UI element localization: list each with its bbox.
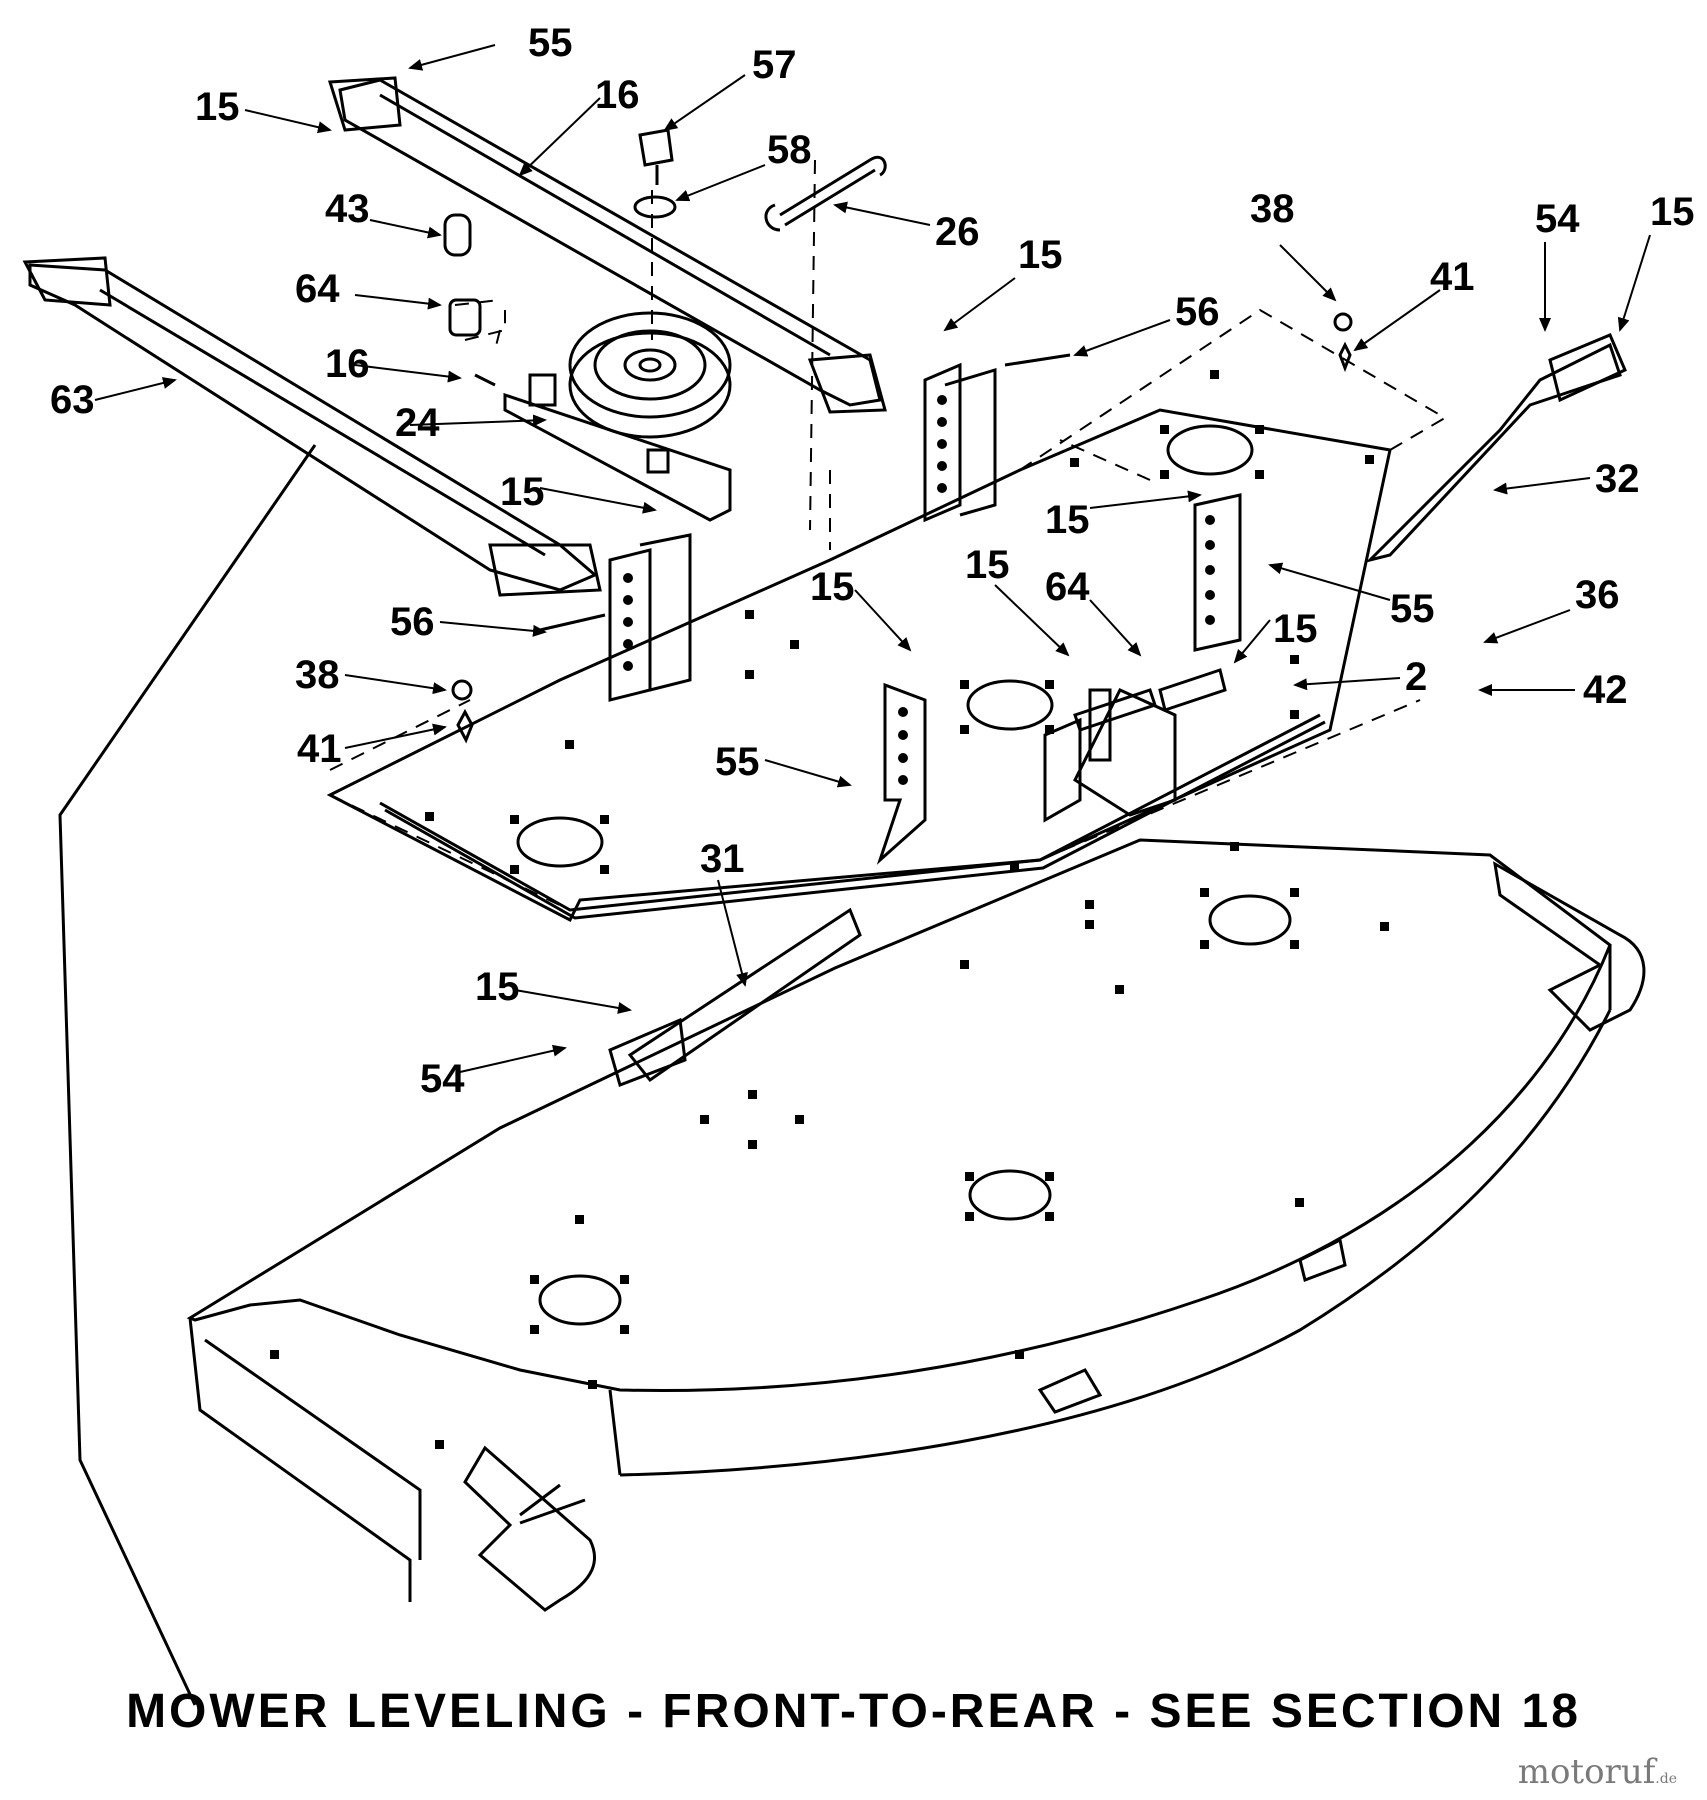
label-15-right-small: 15 [1273,607,1318,651]
watermark-suffix: .de [1655,1771,1677,1787]
label-41-left: 41 [297,727,342,771]
deck-top-plate [326,308,1451,923]
lift-arm-upper [327,76,887,414]
label-15-mid-right: 15 [1045,498,1090,542]
mower-deck [186,838,1646,1612]
label-42: 42 [1583,668,1628,712]
label-15-top-left: 15 [195,85,240,129]
watermark-logo: motoruf.de [1518,1752,1677,1792]
link-31 [608,907,862,1087]
section-caption: MOWER LEVELING - FRONT-TO-REAR - SEE SEC… [126,1685,1581,1738]
label-15-bottom: 15 [475,965,520,1009]
label-24: 24 [395,401,440,445]
label-56-right: 56 [1175,290,1220,334]
link-32 [1365,333,1627,563]
part-labels: 55 57 15 16 58 26 43 63 16 64 24 15 15 5… [50,21,1695,1101]
label-2: 2 [1405,655,1427,699]
label-15-mid-left: 15 [500,470,545,514]
label-26: 26 [935,210,980,254]
label-57: 57 [752,43,797,87]
label-16-left: 63 [50,378,95,422]
leader-line [58,444,317,1706]
label-15-center-left: 15 [810,565,855,609]
watermark-text: motoruf [1517,1752,1656,1792]
label-64-left: 16 [325,342,370,386]
label-55-right: 55 [1390,587,1435,631]
label-38-left: 38 [295,653,340,697]
label-41-right: 41 [1430,255,1475,299]
label-16-top: 16 [595,73,640,117]
label-15-upper-mid: 15 [1018,233,1063,277]
label-56-left: 56 [390,600,435,644]
label-15-center: 15 [965,543,1010,587]
label-15-far-right: 15 [1650,190,1695,234]
label-36: 36 [1575,573,1620,617]
height-brackets [608,362,1242,865]
label-54-right: 54 [1535,197,1580,241]
lift-arm-lower [22,256,602,597]
label-32: 32 [1595,457,1640,501]
label-55-center: 55 [715,740,760,784]
label-58: 58 [767,128,812,172]
label-31: 31 [700,837,745,881]
label-63: 64 [295,267,340,311]
label-64-center: 64 [1045,565,1090,609]
idler-pulley [443,128,1353,744]
label-55-top: 55 [528,21,573,65]
callout-arrows [94,44,1651,1073]
label-43: 43 [325,187,370,231]
label-38-right: 38 [1250,187,1295,231]
label-54-bottom: 54 [420,1057,465,1101]
